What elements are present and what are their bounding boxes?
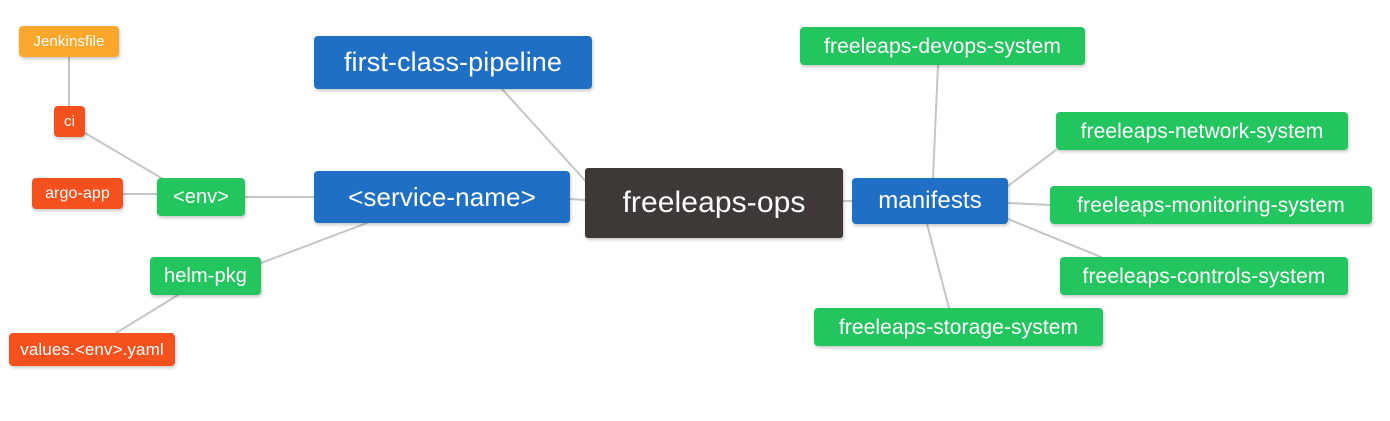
edge-manifests-to-freeleaps-monitoring-system xyxy=(1007,202,1051,206)
edge-env-to-ci xyxy=(84,132,164,180)
node-freeleaps-controls-system[interactable]: freeleaps-controls-system xyxy=(1060,257,1348,295)
node-values-env-yaml[interactable]: values.<env>.yaml xyxy=(9,333,175,366)
edge-service-name-to-helm-pkg xyxy=(260,222,368,264)
node-freeleaps-storage-system[interactable]: freeleaps-storage-system xyxy=(814,308,1103,346)
edge-freeleaps-ops-to-service-name xyxy=(569,198,586,201)
node-ci[interactable]: ci xyxy=(54,106,85,137)
edge-manifests-to-freeleaps-controls-system xyxy=(1007,218,1102,258)
node-env[interactable]: <env> xyxy=(157,178,245,216)
node-first-class-pipeline[interactable]: first-class-pipeline xyxy=(314,36,592,89)
node-manifests[interactable]: manifests xyxy=(852,178,1008,224)
node-argo-app[interactable]: argo-app xyxy=(32,178,123,209)
edge-manifests-to-freeleaps-devops-system xyxy=(932,64,939,179)
node-helm-pkg[interactable]: helm-pkg xyxy=(150,257,261,295)
node-freeleaps-ops[interactable]: freeleaps-ops xyxy=(585,168,843,238)
edge-manifests-to-freeleaps-network-system xyxy=(1007,149,1057,187)
node-service-name[interactable]: <service-name> xyxy=(314,171,570,223)
node-freeleaps-devops-system[interactable]: freeleaps-devops-system xyxy=(800,27,1085,65)
node-freeleaps-network-system[interactable]: freeleaps-network-system xyxy=(1056,112,1348,150)
node-jenkinsfile[interactable]: Jenkinsfile xyxy=(19,26,119,57)
edge-manifests-to-freeleaps-storage-system xyxy=(926,223,950,309)
node-freeleaps-monitoring-system[interactable]: freeleaps-monitoring-system xyxy=(1050,186,1372,224)
edge-helm-pkg-to-values-env-yaml xyxy=(115,294,179,334)
